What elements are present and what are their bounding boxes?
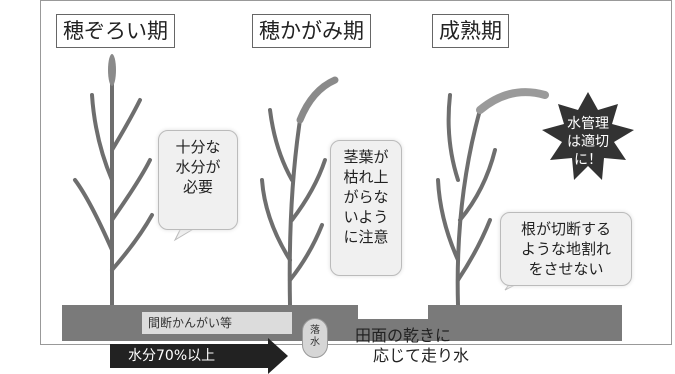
caption-line-2: 応じて走り水 [373,346,470,365]
callout-maturity-stage: 根が切断する ような地割れ をさせない [500,212,632,286]
moisture-arrow: 水分70%以上 [110,344,270,368]
water-caption: 田面の乾きに 応じて走り水 [355,326,469,366]
callout-ripening-stage: 茎葉が 枯れ上 がらな いよう に注意 [330,140,402,276]
plant-ripening-stage [260,76,339,307]
warning-burst-shape [542,92,634,180]
moisture-arrow-head [268,338,288,374]
warning-burst-text: 水管理 は適切 に！ [567,116,609,168]
drain-badge: 落 水 [302,318,328,358]
stage-label-ripening: 穂かがみ期 [252,14,371,48]
paddy-water-gap [358,305,428,319]
callout-heading-stage: 十分な 水分が 必要 [158,130,238,230]
field-method-label: 間断かんがい等 [142,312,292,334]
plant-heading-stage [73,54,154,307]
stage-label-heading: 穂ぞろい期 [56,14,175,48]
caption-line-1: 田面の乾きに [355,326,452,345]
stage-label-maturity: 成熟期 [432,14,509,48]
plant-maturity-stage [436,88,549,307]
